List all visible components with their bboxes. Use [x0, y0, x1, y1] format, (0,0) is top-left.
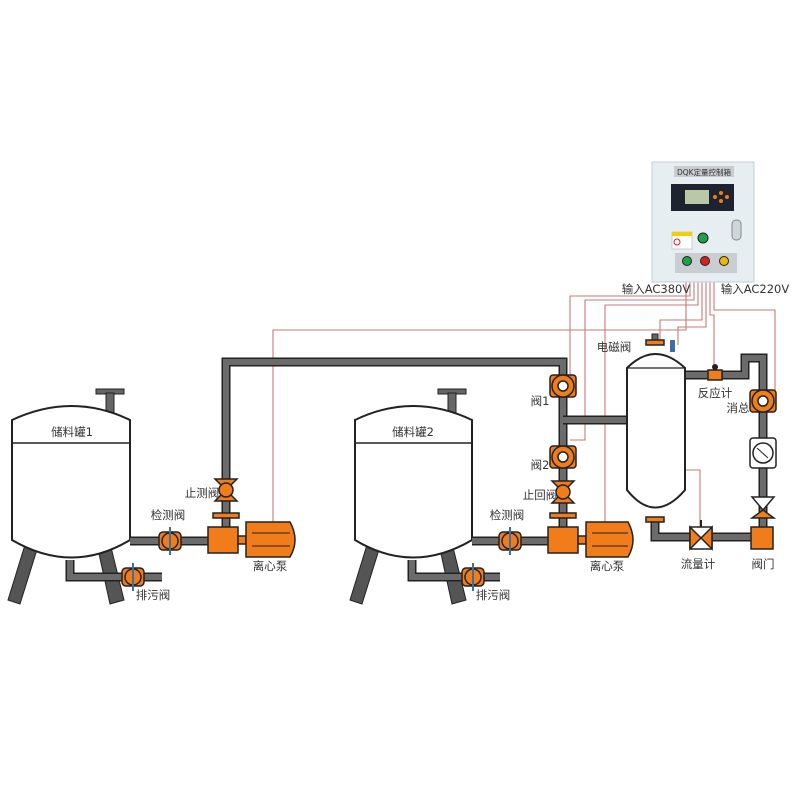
centrifugal-pump-1[interactable] [207, 521, 296, 558]
reaction-meter-label: 反应计 [698, 386, 733, 400]
check-valve-1[interactable] [158, 526, 182, 556]
valve-2[interactable] [549, 445, 577, 469]
control-wires [272, 282, 776, 545]
check-valve-2-label: 检测阀 [490, 508, 525, 522]
solenoid-valve-label: 电磁阀 [597, 340, 632, 354]
storage-tank-2 [349, 388, 473, 605]
valve-2-label: 阀2 [531, 458, 550, 472]
stop-valve-1-label: 止测阀 [185, 486, 220, 500]
gate-valve-label: 阀门 [752, 557, 775, 571]
drain-valve-1[interactable] [121, 562, 145, 592]
drain-valve-1-label: 排污阀 [136, 588, 171, 602]
reactor-vessel [626, 333, 686, 523]
control-box: DQK定量控制箱 [651, 161, 755, 283]
drain-valve-2-label: 排污阀 [476, 588, 511, 602]
storage-tank-1 [7, 388, 131, 605]
start-button[interactable] [697, 232, 709, 244]
red-indicator [700, 256, 710, 266]
check-valve-2[interactable] [498, 526, 522, 556]
green-indicator [682, 256, 692, 266]
tank2-label: 储料罐2 [392, 425, 434, 439]
tank1-label: 储料罐1 [51, 425, 93, 439]
non-return-valve-label: 止回阀 [523, 488, 558, 502]
box-door-handle[interactable] [731, 219, 742, 241]
valve-1-label: 阀1 [531, 394, 550, 408]
input-220v-label: 输入AC220V [721, 282, 790, 296]
pump-1-label: 离心泵 [253, 559, 288, 573]
reaction-meter[interactable] [707, 364, 723, 381]
check-valve-1-label: 检测阀 [151, 508, 186, 522]
check-valve-outlet[interactable] [749, 496, 777, 519]
relief-valve[interactable] [749, 389, 777, 413]
gate-valve[interactable] [750, 526, 774, 550]
pump-2-label: 离心泵 [590, 559, 625, 573]
drain-valve-2[interactable] [461, 562, 485, 592]
centrifugal-pump-2[interactable] [547, 521, 634, 558]
pressure-gauge [749, 437, 777, 469]
input-380v-label: 输入AC380V [622, 282, 691, 296]
control-box-title: DQK定量控制箱 [677, 167, 732, 177]
yellow-indicator [719, 256, 729, 266]
relief-valve-label: 消总 [727, 401, 750, 415]
flow-meter[interactable] [689, 520, 713, 551]
flow-meter-label: 流量计 [681, 557, 716, 571]
valve-1[interactable] [549, 374, 577, 398]
